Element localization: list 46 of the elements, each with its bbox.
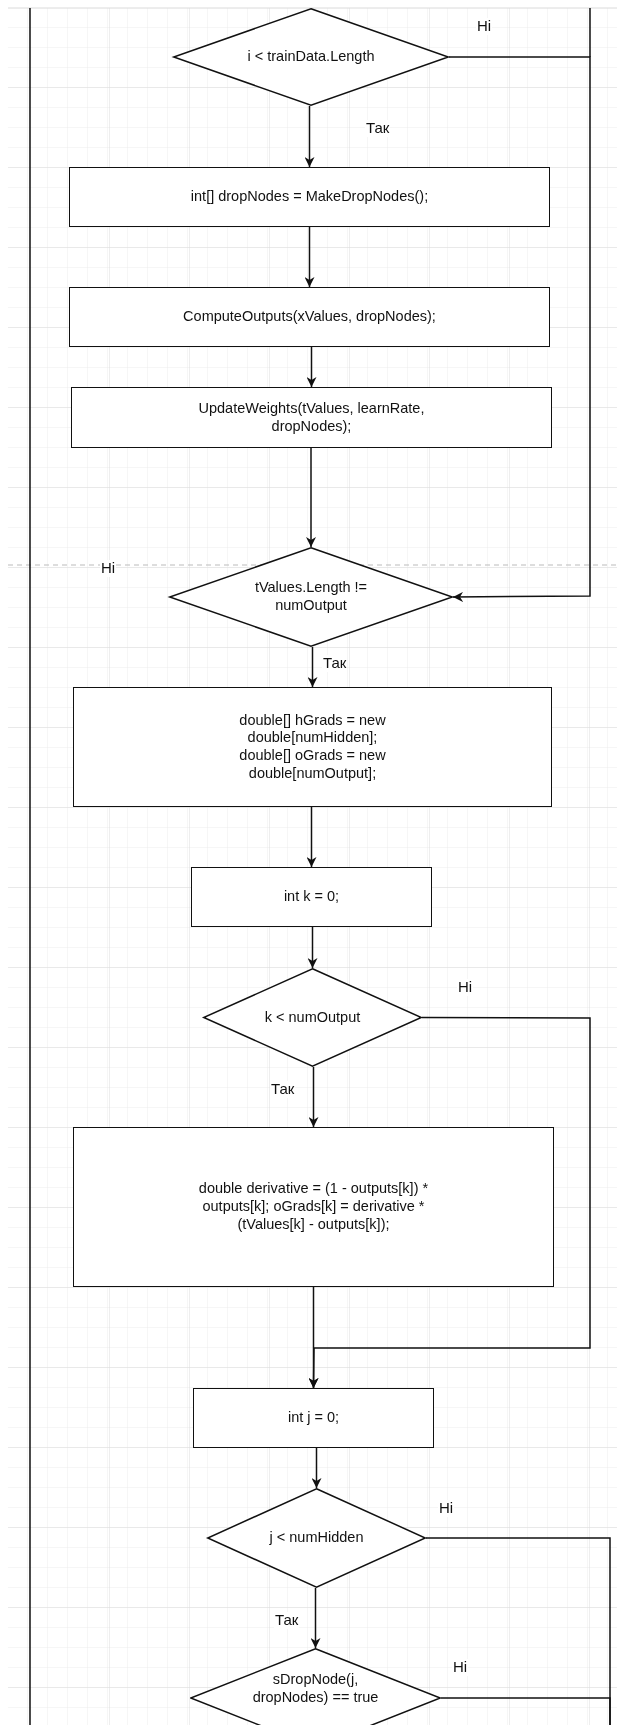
edge-label: Hi — [452, 1659, 469, 1676]
edge-label: Так — [270, 1081, 296, 1098]
decision-diamond — [190, 1648, 441, 1725]
decision-diamond — [169, 547, 453, 647]
condition-text: tValues.Length != numOutput — [253, 579, 369, 615]
arrow — [448, 56, 591, 602]
edge-label: Hi — [476, 18, 493, 35]
arrow — [311, 1447, 322, 1489]
branch-label: Hi — [100, 560, 117, 577]
edge-label: Hi — [438, 1500, 455, 1517]
arrow — [307, 926, 318, 969]
arrow — [304, 226, 315, 288]
arrow — [306, 346, 317, 388]
arrow — [304, 105, 315, 168]
condition-text: sDropNode(j, dropNodes) == true — [251, 1671, 380, 1707]
arrow — [306, 806, 317, 868]
decision-diamond — [207, 1488, 426, 1588]
connector-line — [440, 1697, 611, 1725]
process-box — [193, 1388, 434, 1448]
edge-label: Так — [274, 1612, 300, 1629]
code-text: double derivative = (1 - outputs[k]) * outputs[k]; oGrads[k] = derivative * (tValues[k] - outputs[k]); — [197, 1180, 430, 1234]
condition-text: j < numHidden — [269, 1529, 364, 1547]
code-text: ComputeOutputs(xValues, dropNodes); — [183, 308, 436, 326]
code-text: double[] hGrads = new double[numHidden]; double[] oGrads = new double[numOutput]; — [238, 711, 387, 783]
condition-text: i < trainData.Length — [247, 48, 375, 66]
process-box — [69, 167, 550, 227]
decision-diamond — [203, 968, 422, 1067]
arrow — [308, 1066, 319, 1128]
code-text: int j = 0; — [287, 1409, 340, 1427]
process-box — [69, 287, 550, 347]
arrow — [306, 447, 316, 548]
process-box — [73, 1127, 554, 1287]
code-text: int[] dropNodes = MakeDropNodes(); — [190, 188, 429, 206]
decision-diamond — [173, 8, 449, 106]
code-text: int k = 0; — [283, 888, 340, 906]
edge-label: Так — [365, 120, 391, 137]
process-box — [71, 387, 552, 448]
code-text: UpdateWeights(tValues, learnRate, dropNodes); — [197, 399, 426, 436]
arrow — [308, 1286, 319, 1389]
arrow — [310, 1587, 321, 1649]
process-box — [191, 867, 432, 927]
edge-label: Hi — [457, 979, 474, 996]
condition-text: k < numOutput — [264, 1008, 361, 1027]
arrow — [307, 646, 318, 688]
edge-label: Так — [322, 655, 348, 672]
process-box — [73, 687, 552, 807]
